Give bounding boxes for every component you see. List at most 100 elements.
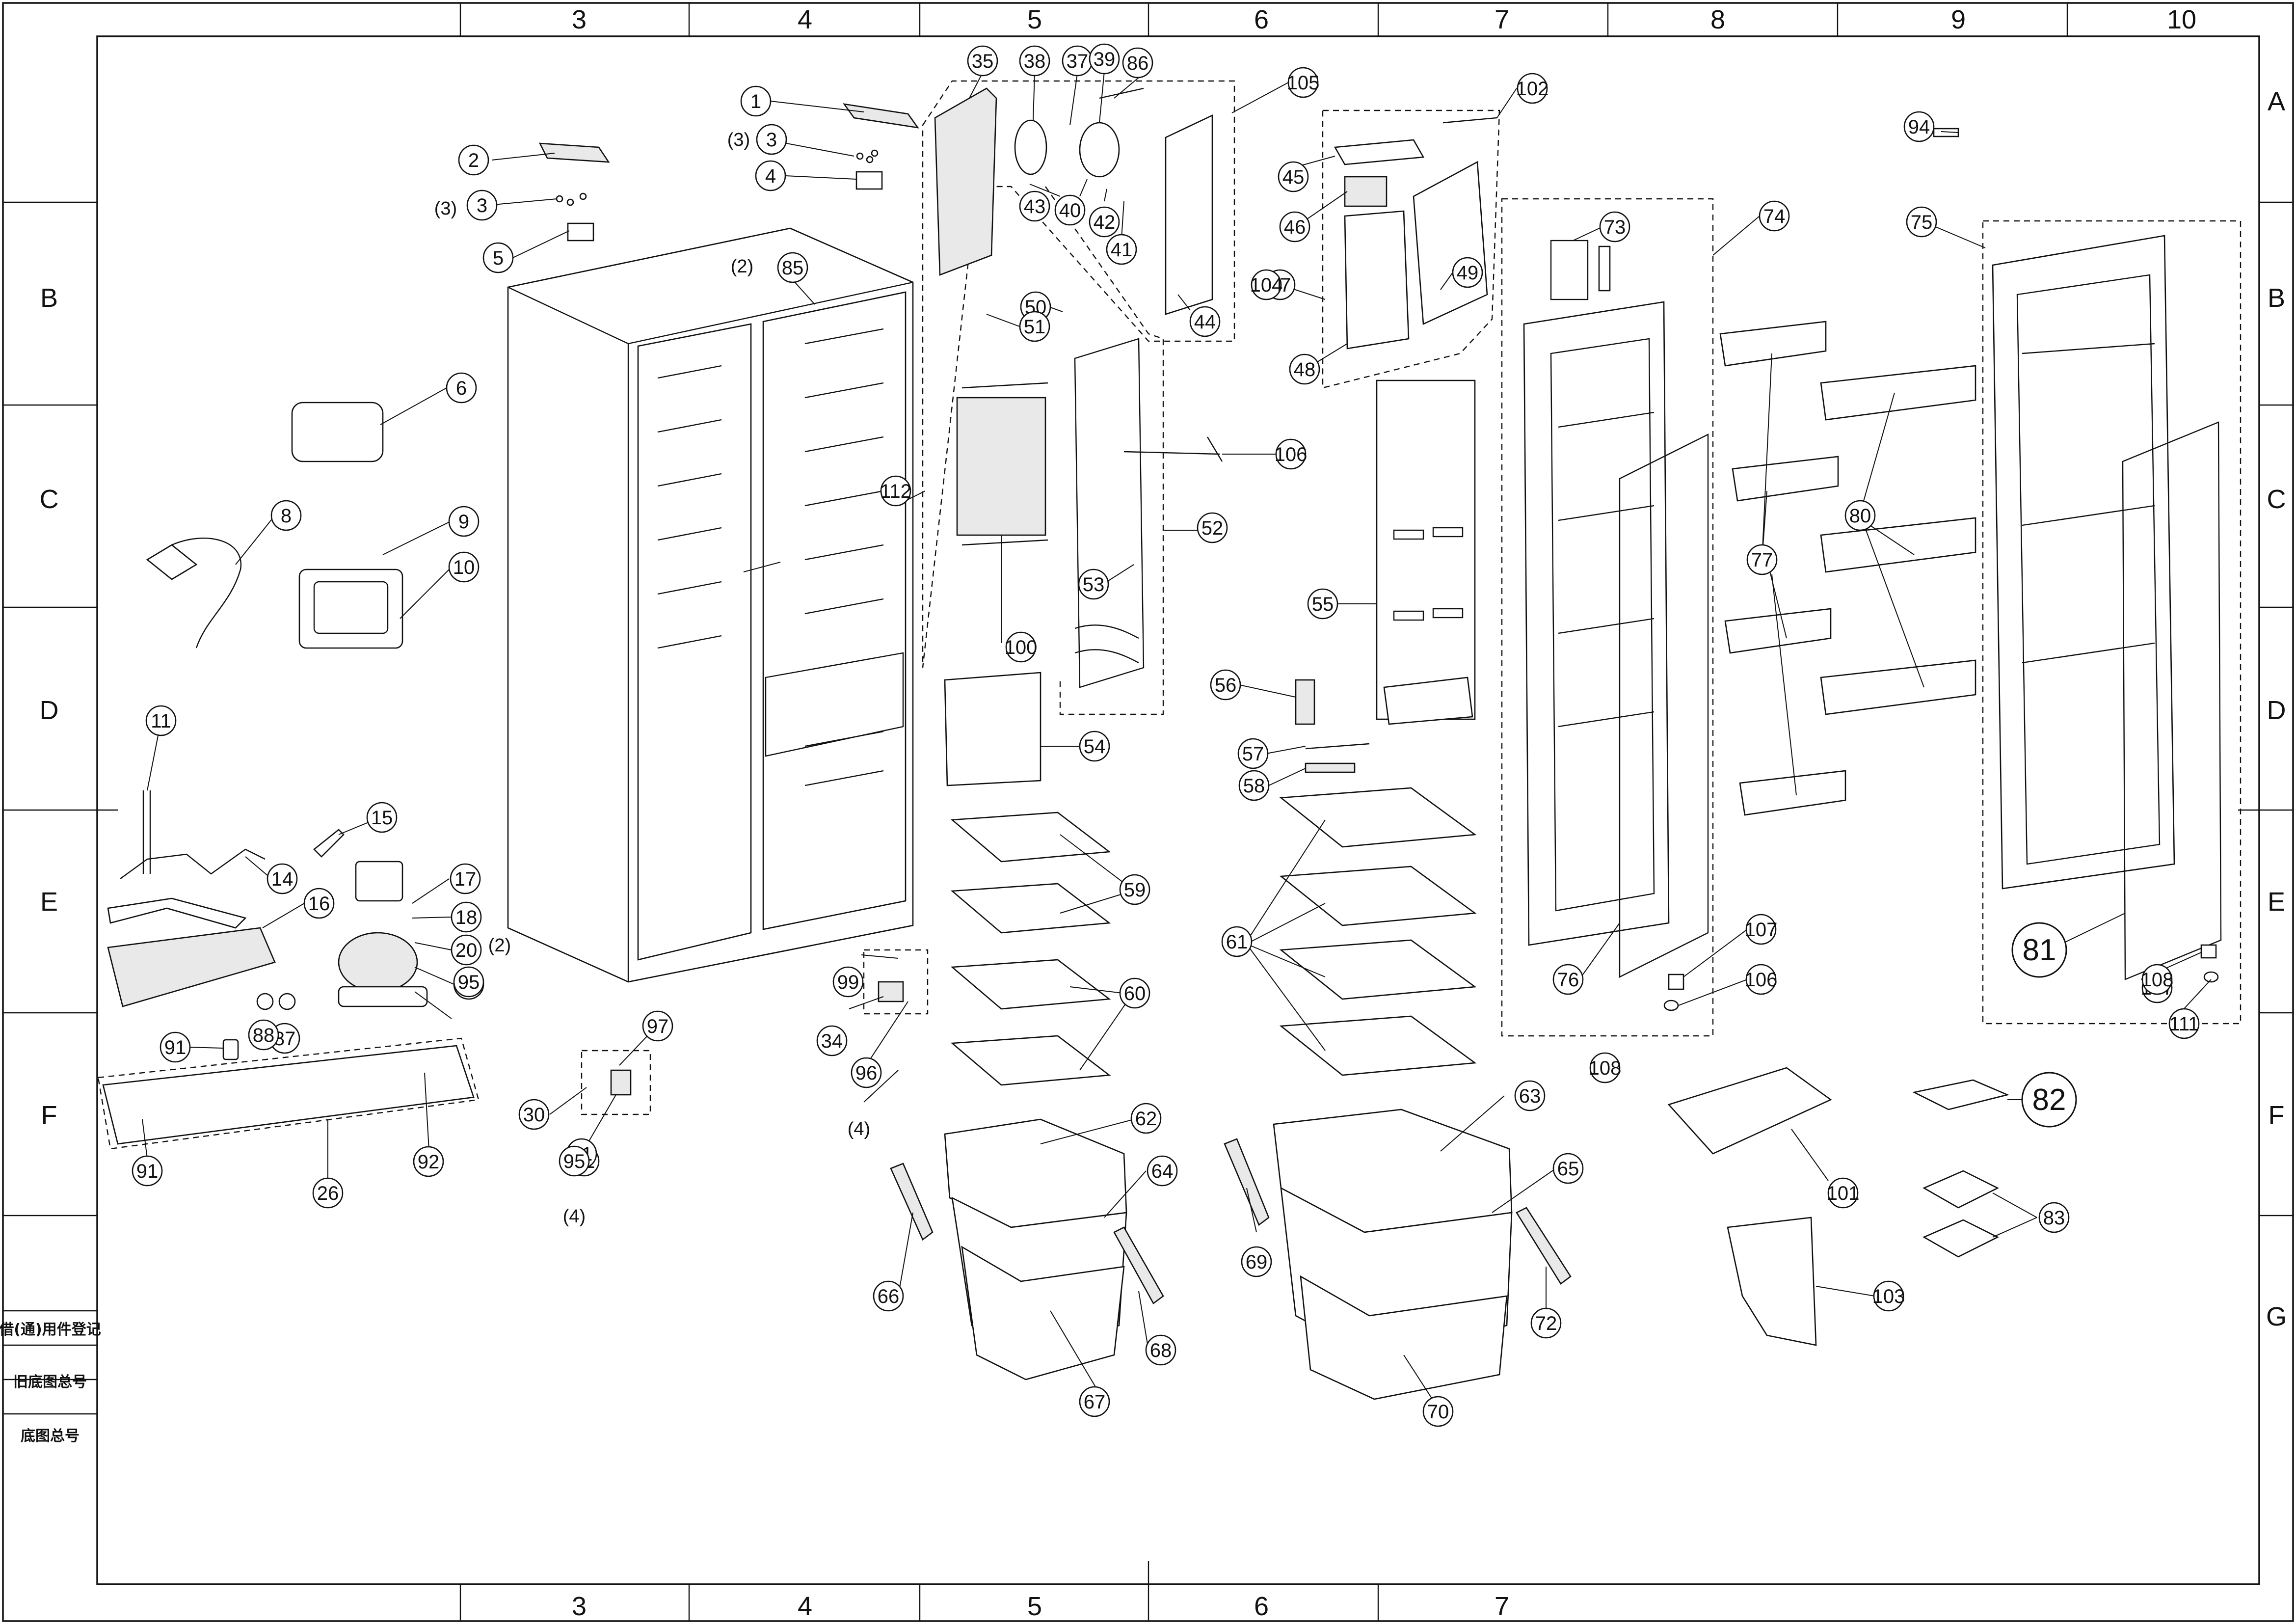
part-81-ice-tray [1912, 1079, 2010, 1110]
callout-circle [451, 901, 482, 933]
callout-bubble: 66 [873, 1280, 904, 1312]
callout-bubble: 1 [740, 85, 772, 117]
qty-note: (3) [434, 198, 457, 219]
callout-circle [145, 705, 177, 736]
grid-column-labels-top: 3 4 5 6 7 8 9 10 [572, 5, 2196, 34]
callout-number: 16 [308, 893, 330, 915]
callout-number: 74 [1763, 206, 1786, 227]
callout-bubble: 56 [1210, 669, 1241, 701]
callout-circle [132, 1155, 163, 1187]
callout-bubble: 45 [1278, 161, 1309, 192]
callout-number: 1 [750, 91, 761, 112]
grid-col-6: 6 [1254, 5, 1269, 34]
fridge-shelves [1279, 787, 1477, 1076]
callout-circle [1514, 1080, 1546, 1111]
callout-circle [1289, 353, 1320, 385]
callout-bubble: 26 [312, 1177, 344, 1209]
part-68-rail [1224, 1138, 1270, 1226]
part-5-hinge [567, 222, 594, 242]
callout-number: 83 [2043, 1207, 2065, 1229]
callout-bubble: 92 [413, 1146, 444, 1177]
callout-bubble: 35 [967, 45, 998, 77]
part-77-bin-1 [1820, 365, 1976, 421]
callout-number: 39 [1094, 49, 1116, 70]
callout-circle [1145, 1334, 1176, 1366]
callout-circle [1517, 73, 1548, 104]
part-57-strip [1305, 762, 1356, 773]
callout-number: 112 [880, 481, 911, 502]
callout-circle [1844, 500, 1876, 531]
fridge-door-outline [1501, 198, 1714, 1037]
callout-circle [1079, 1386, 1110, 1417]
callout-bubble: 91 [132, 1155, 163, 1187]
callout-bubble: 112 [880, 475, 911, 507]
part-77-bin-3 [1820, 659, 1976, 715]
callout-number: 17 [454, 868, 477, 890]
lower-hinge-parts [581, 949, 929, 1115]
grid-row-c: C [40, 485, 59, 514]
callout-circle [967, 45, 998, 77]
callout-number: 54 [1084, 736, 1106, 758]
callout-number: 3 [477, 195, 487, 217]
callout-bubble: 59 [1119, 874, 1150, 905]
ice-maker-outline [1322, 109, 1500, 389]
part-107-cap-right [2200, 944, 2217, 959]
part-16-base-tray [107, 927, 276, 1007]
callout-circle [1599, 211, 1630, 243]
part-102-ice-basket [1727, 1217, 1817, 1346]
callout-circle [1251, 269, 1282, 300]
callout-number: 62 [1135, 1108, 1157, 1130]
callout-bubble: 16 [303, 888, 335, 919]
callout-number: 106 [1275, 444, 1308, 465]
callout-circle [1746, 544, 1778, 575]
callout-circle [1197, 512, 1228, 543]
callout-bubble: 76 [1552, 964, 1584, 995]
part-46-frame [1344, 176, 1388, 207]
callout-bubble: 106 [1275, 438, 1308, 470]
callout-number: 72 [1535, 1313, 1557, 1334]
grid-row-c-right: C [2267, 485, 2286, 514]
callout-circle [756, 124, 787, 155]
grid-col-7-bottom: 7 [1495, 1592, 1509, 1621]
callout-circle [1089, 206, 1120, 238]
callout-circle [453, 966, 484, 998]
part-99-evaporator [956, 397, 1046, 536]
callout-bubble: 83 [2038, 1202, 2070, 1233]
callout-bubble: 107 [1745, 914, 1777, 945]
callout-number: 103 [1872, 1286, 1905, 1307]
part-45-bracket [1334, 139, 1425, 165]
callout-bubble: 17 [450, 863, 481, 894]
callout-number: 81 [2023, 933, 2056, 967]
part-55-grille [1295, 679, 1315, 725]
callout-circle [1745, 914, 1777, 945]
callout-bubble: 104 [1250, 269, 1282, 300]
callout-bubble: 103 [1872, 1280, 1905, 1312]
part-26-base-plate [102, 1045, 475, 1145]
callout-circle [448, 551, 480, 583]
part-38-fan [1014, 119, 1047, 175]
part-6-panel [291, 402, 384, 462]
part-58-shelf [950, 812, 1111, 863]
callout-bubble: 46 [1279, 211, 1310, 243]
callout-circle [451, 934, 482, 966]
callout-circle [851, 1057, 882, 1088]
callout-circle [1005, 631, 1037, 663]
grid-col-9: 9 [1951, 5, 1966, 34]
callout-number: 59 [1124, 879, 1146, 901]
callout-bubble: 48 [1289, 353, 1320, 385]
callout-bubble: 75 [1906, 206, 1937, 238]
grid-row-d-right: D [2267, 696, 2286, 725]
callout-number: 44 [1194, 311, 1216, 333]
part-48-duct [1413, 161, 1488, 325]
callout-number: 38 [1024, 51, 1046, 72]
part-72-clip-group [1550, 240, 1589, 300]
part-100-egg-tray [1667, 1067, 1832, 1155]
callout-circle [2038, 1202, 2070, 1233]
part-1-hinge-cover [843, 103, 919, 129]
grid-col-4-bottom: 4 [798, 1592, 812, 1621]
callout-bubble: 68 [1145, 1334, 1176, 1366]
callout-number: 70 [1427, 1401, 1449, 1423]
callout-circle [1906, 206, 1937, 238]
callout-bubble: 97 [642, 1010, 673, 1042]
callout-bubble: 74 [1759, 200, 1790, 232]
